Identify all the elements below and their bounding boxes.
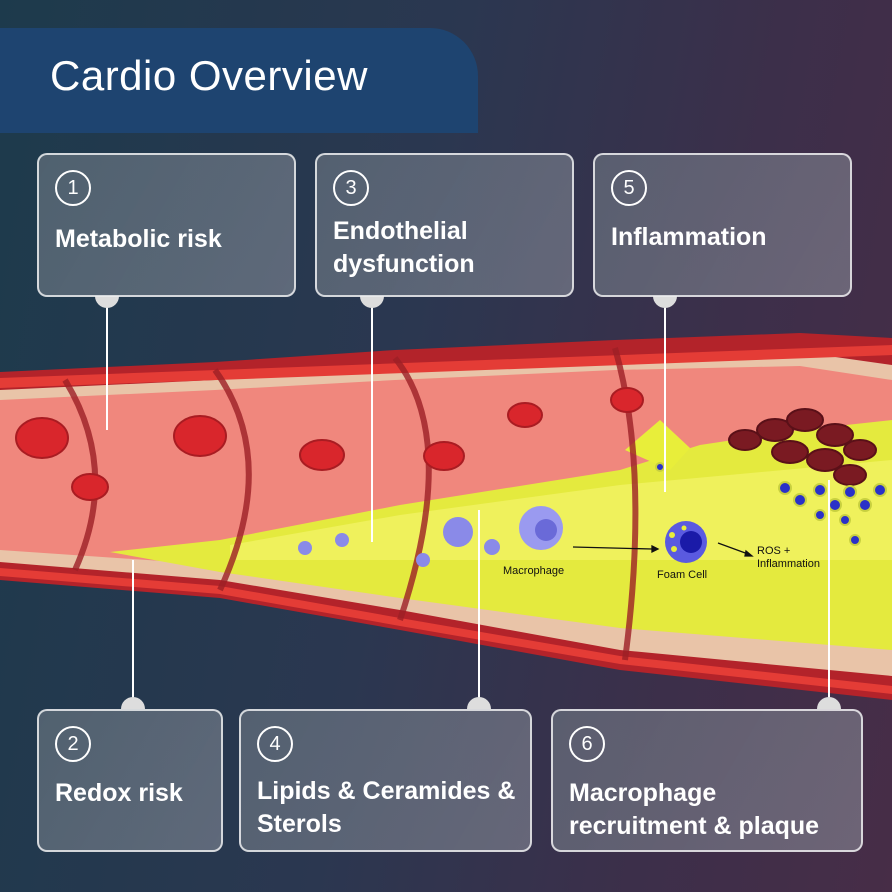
ros-label-1: ROS + bbox=[757, 545, 791, 557]
ros-label-2: Inflammation bbox=[757, 558, 820, 570]
connector-line-5 bbox=[664, 296, 666, 492]
step-number: 1 bbox=[55, 170, 91, 206]
step-box-macrophage-recruitment: 6 Macrophage recruitment & plaque bbox=[551, 709, 863, 852]
step-label: Lipids & Ceramides & Sterols bbox=[257, 777, 516, 838]
red-blood-cells bbox=[15, 387, 644, 501]
wall-bottom-stripe bbox=[0, 568, 892, 694]
step-label: Redox risk bbox=[55, 779, 183, 807]
connector-dot-4 bbox=[467, 697, 491, 709]
step-label: Inflammation bbox=[611, 223, 767, 251]
connector-dot-5 bbox=[653, 296, 677, 308]
step-box-endothelial-dysfunction: 3 Endothelial dysfunction bbox=[315, 153, 574, 297]
segment-dividers bbox=[62, 347, 639, 661]
connector-dot-3 bbox=[360, 296, 384, 308]
step-label: Endothelial dysfunction bbox=[333, 217, 475, 278]
step-box-redox-risk: 2 Redox risk bbox=[37, 709, 223, 852]
step-number: 6 bbox=[569, 726, 605, 762]
title-banner bbox=[0, 28, 478, 133]
plaque-tip bbox=[625, 420, 690, 470]
step-number: 2 bbox=[55, 726, 91, 762]
connector-line-6 bbox=[828, 480, 830, 709]
connector-dot-1 bbox=[95, 296, 119, 308]
step-number: 3 bbox=[333, 170, 369, 206]
foam-cell-label: Foam Cell bbox=[657, 569, 708, 581]
connector-dot-2 bbox=[121, 697, 145, 709]
arrows bbox=[572, 542, 754, 557]
step-box-metabolic-risk: 1 Metabolic risk bbox=[37, 153, 296, 297]
connector-line-2 bbox=[132, 560, 134, 709]
plaque-core bbox=[230, 460, 892, 560]
connector-dot-6 bbox=[817, 697, 841, 709]
connector-line-3 bbox=[371, 296, 373, 542]
step-label: Metabolic risk bbox=[55, 225, 222, 253]
step-number: 4 bbox=[257, 726, 293, 762]
step-box-lipids: 4 Lipids & Ceramides & Sterols bbox=[239, 709, 532, 852]
foam-cell-shape bbox=[665, 521, 707, 563]
page-title: Cardio Overview bbox=[50, 52, 368, 99]
monocytes bbox=[298, 517, 500, 567]
step-label: Macrophage recruitment & plaque bbox=[569, 779, 820, 840]
connector-line-1 bbox=[106, 296, 108, 430]
clot bbox=[728, 408, 877, 486]
macrophage-cell bbox=[519, 506, 563, 550]
step-number: 5 bbox=[611, 170, 647, 206]
step-box-inflammation: 5 Inflammation bbox=[593, 153, 852, 297]
connector-line-4 bbox=[478, 510, 480, 709]
macrophage-label: Macrophage bbox=[503, 565, 565, 577]
